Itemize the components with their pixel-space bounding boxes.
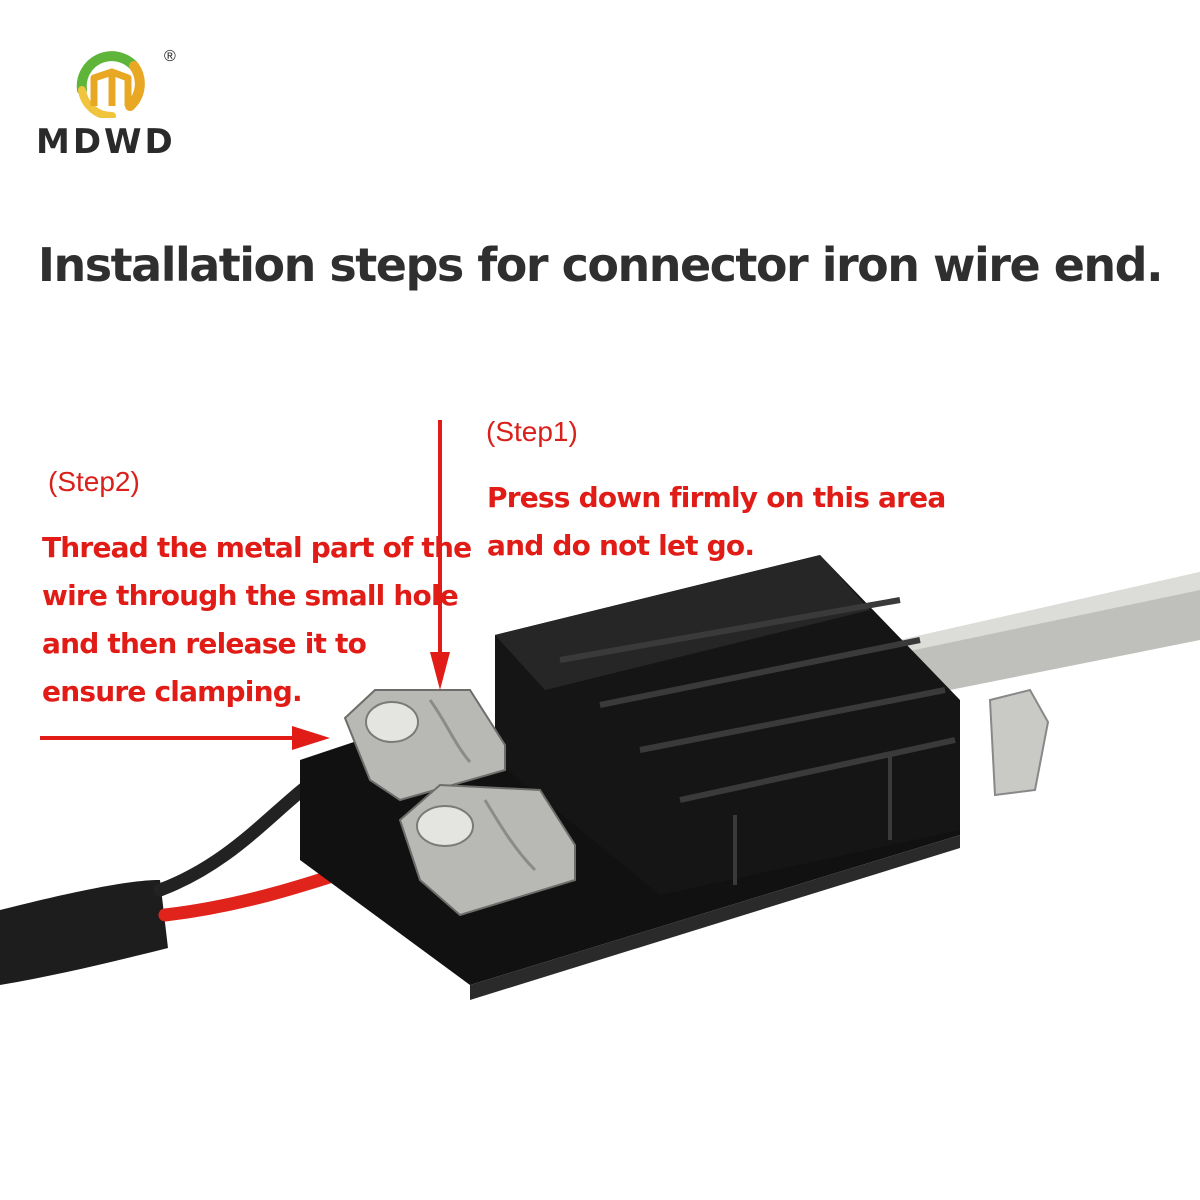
connector-illustration xyxy=(0,420,1200,1000)
step2-instructions: Thread the metal part of the wire throug… xyxy=(42,524,472,716)
registered-mark: ® xyxy=(164,48,176,65)
strap-bent-tab xyxy=(988,688,1050,797)
brand-name: MDWD xyxy=(36,122,176,162)
metal-clip-bottom xyxy=(398,783,576,917)
step2-line: Thread the metal part of the xyxy=(42,531,472,564)
step2-line: ensure clamping. xyxy=(42,675,303,708)
step1-instructions: Press down firmly on this area and do no… xyxy=(487,474,946,570)
step2-label: (Step2) xyxy=(48,466,140,497)
cable-jacket xyxy=(0,880,168,985)
step1-line: and do not let go. xyxy=(487,529,755,562)
step1-arrow-down xyxy=(430,420,450,690)
metal-clip-top xyxy=(343,689,506,802)
brand-logo: ® MDWD xyxy=(30,38,205,168)
step2-line: wire through the small hole xyxy=(42,579,459,612)
step1-label: (Step1) xyxy=(486,416,578,447)
mdwd-logo-icon xyxy=(76,51,145,118)
step2-arrow-right xyxy=(40,726,330,750)
page-title: Installation steps for connector iron wi… xyxy=(37,238,1164,292)
step2-line: and then release it to xyxy=(42,627,367,660)
step1-line: Press down firmly on this area xyxy=(487,481,946,514)
